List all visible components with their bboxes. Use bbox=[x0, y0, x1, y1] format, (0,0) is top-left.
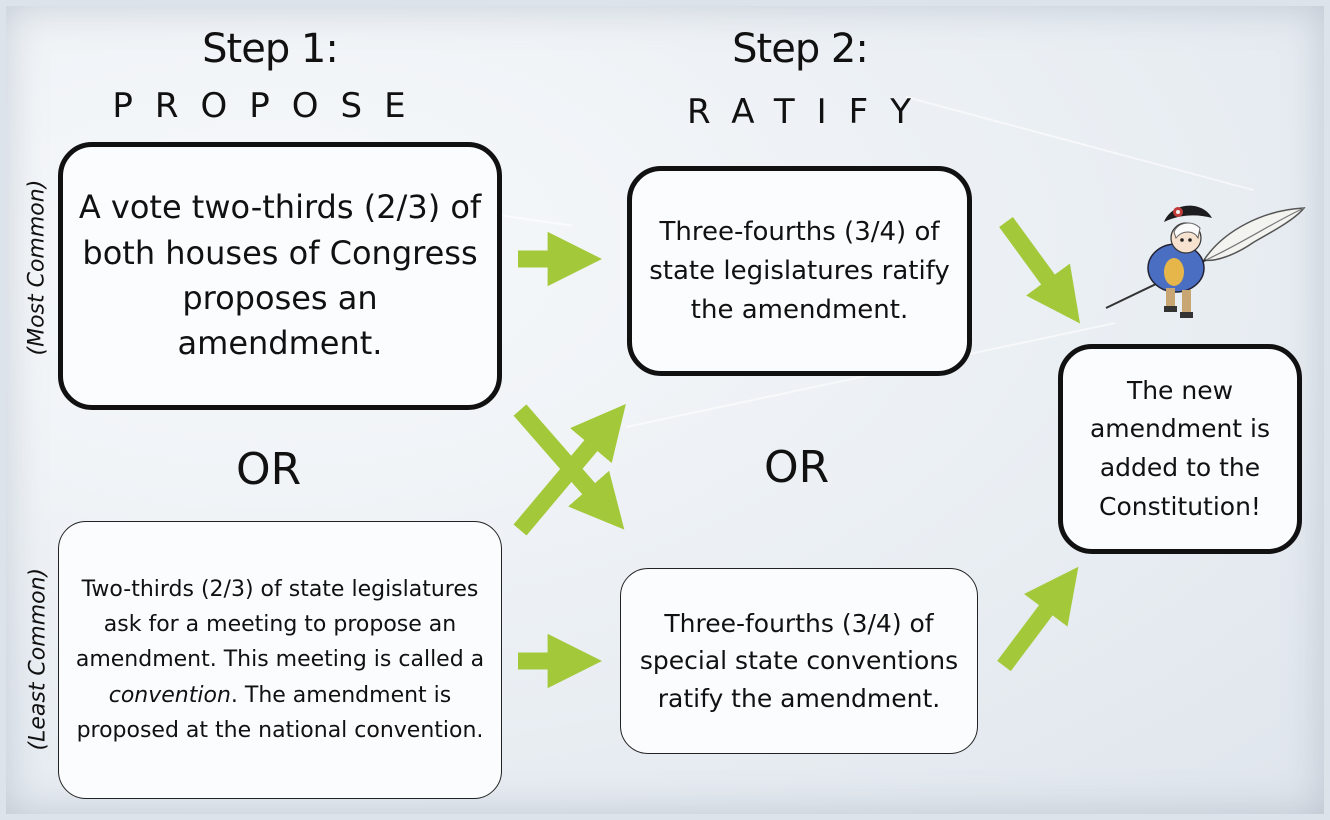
convention-text-suffix: . The amendment is proposed at the natio… bbox=[76, 682, 484, 743]
convention-propose-text: Two-thirds (2/3) of state legislatures a… bbox=[59, 572, 501, 748]
step2-title: Step 2: bbox=[732, 26, 869, 72]
step1-title: Step 1: bbox=[202, 26, 339, 72]
step1-phase: PROPOSE bbox=[112, 86, 428, 126]
conventions-ratify-box: Three-fourths (3/4) of special state con… bbox=[620, 568, 978, 754]
or-label-ratify: OR bbox=[764, 442, 830, 493]
arrow-congress-to-conventions bbox=[513, 404, 625, 530]
arrow-conventions-to-result bbox=[997, 566, 1079, 672]
arrow-legislatures-to-result bbox=[999, 216, 1081, 324]
legislatures-ratify-text: Three-fourths (3/4) of state legislature… bbox=[649, 216, 950, 325]
quill-pen-character-icon bbox=[1105, 205, 1306, 318]
convention-propose-box: Two-thirds (2/3) of state legislatures a… bbox=[58, 521, 502, 799]
step2-phase: RATIFY bbox=[687, 92, 933, 132]
result-box: The new amendment is added to the Consti… bbox=[1058, 344, 1302, 554]
result-text: The new amendment is added to the Consti… bbox=[1089, 375, 1271, 521]
congress-vote-text: A vote two-thirds (2/3) of both houses o… bbox=[78, 188, 482, 363]
legislatures-ratify-box: Three-fourths (3/4) of state legislature… bbox=[627, 166, 972, 376]
convention-term: convention bbox=[108, 682, 231, 708]
convention-text-prefix: Two-thirds (2/3) of state legislatures a… bbox=[75, 577, 485, 673]
congress-vote-box: A vote two-thirds (2/3) of both houses o… bbox=[58, 142, 502, 410]
or-label-propose: OR bbox=[236, 444, 302, 495]
conventions-ratify-text: Three-fourths (3/4) of special state con… bbox=[639, 608, 959, 713]
arrow-convention-to-legislatures bbox=[513, 403, 626, 536]
